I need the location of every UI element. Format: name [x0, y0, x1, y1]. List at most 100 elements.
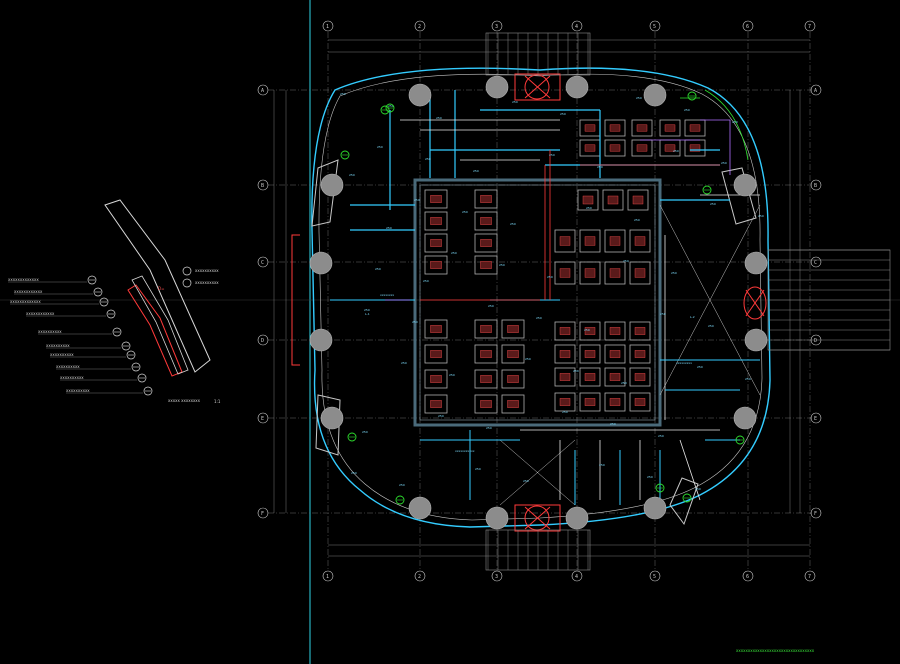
duct-size-label: 250 — [462, 210, 468, 214]
legend-item-label: xxxxxxxxxx — [46, 343, 70, 348]
grid-bubble-top — [742, 20, 754, 32]
grid-bubble-bottom — [649, 570, 661, 582]
grid-bubble-bottom — [491, 570, 503, 582]
elevator-car — [430, 239, 442, 247]
duct-size-label: 250 — [758, 214, 764, 218]
elevator-car — [507, 325, 519, 333]
duct-size-label: 250 — [486, 426, 492, 430]
duct-size-label: 250 — [623, 259, 629, 263]
elevator-car — [634, 373, 646, 381]
curtain-wall-inner — [318, 73, 763, 521]
duct-size-label: 250 — [412, 320, 418, 324]
elevator-car — [584, 124, 596, 132]
elevator-car — [480, 400, 492, 408]
grid-bubble-top — [571, 20, 583, 32]
elevator-car — [584, 327, 596, 335]
legend-duct-shape-white — [104, 199, 211, 373]
curtain-wall-outline — [311, 67, 771, 528]
elevator-car — [480, 261, 492, 269]
structural-column — [733, 173, 757, 197]
structural-column — [320, 173, 344, 197]
duct-size-label: 250 — [401, 361, 407, 365]
duct-size-label: 250 — [349, 173, 355, 177]
grid-bubble-label: 1 — [326, 24, 329, 30]
corner-panel-se — [669, 477, 699, 526]
elevator-car — [584, 268, 596, 278]
structural-column — [643, 496, 667, 520]
elevator-shaft — [424, 255, 448, 275]
elevator-shaft — [554, 229, 576, 253]
grid-bubble-label: F — [814, 511, 817, 517]
grid-bubble-bottom — [322, 570, 334, 582]
hvac-ductwork: 250 250 250 250 250 250 250 250 250 250 250 250 250 2… — [330, 89, 764, 505]
elevator-car — [430, 261, 442, 269]
grid-bubble-label: 2 — [418, 574, 421, 580]
duct-size-label: 250 — [512, 100, 518, 104]
grid-bubble-side — [257, 334, 269, 346]
elevator-car — [609, 124, 621, 132]
elevator-shaft — [579, 261, 601, 285]
legend-item-label: xxxxxxxxxx — [195, 280, 219, 285]
shaft-south — [514, 504, 561, 532]
elevator-car — [609, 373, 621, 381]
duct-size-label: 250 — [351, 471, 357, 475]
elevator-car — [559, 327, 571, 335]
duct-size-label: 250 — [449, 373, 455, 377]
legend-duct-shape-white-inner — [131, 275, 189, 375]
duct-size-label: 250 — [745, 377, 751, 381]
grid-bubble-top — [491, 20, 503, 32]
elevator-shaft — [501, 394, 525, 414]
grid-bubble-side — [257, 507, 269, 519]
elevator-car — [430, 350, 442, 358]
duct-size-label: 250 — [549, 153, 555, 157]
elevator-shaft — [627, 189, 649, 211]
grid-bubble-label: A — [261, 88, 264, 94]
duct-size-label: 250 — [523, 479, 529, 483]
elevator-car — [664, 144, 676, 152]
duct-size-label: 250 — [597, 165, 603, 169]
duct-size-label: 250 — [610, 422, 616, 426]
elevator-car — [559, 268, 571, 278]
grid-bubble-label: 7 — [808, 24, 811, 30]
elevator-car — [632, 195, 644, 205]
elevator-car — [559, 398, 571, 406]
structural-column — [733, 406, 757, 430]
duct-size-label: 250 — [525, 357, 531, 361]
legend-item-label: xxxxxxxxxxxx — [26, 311, 55, 316]
structural-column — [309, 251, 333, 275]
valve-icon — [106, 309, 116, 319]
building-floor-plan: 250 250 250 250 250 250 250 250 250 250 250 250 250 2… — [291, 32, 891, 571]
elevator-shaft — [501, 369, 525, 389]
duct-size-label: 250 — [695, 487, 701, 491]
duct-size-label: 250 — [562, 410, 568, 414]
structural-column — [485, 75, 509, 99]
structural-column — [565, 75, 589, 99]
canopy-hatch-north — [485, 32, 591, 76]
elevator-car — [480, 325, 492, 333]
elevator-car — [584, 144, 596, 152]
elevator-car — [584, 398, 596, 406]
duct-run — [330, 299, 760, 505]
grid-bubble-label: 7 — [808, 574, 811, 580]
duct-size-label: 250 — [473, 169, 479, 173]
valve-icon — [93, 287, 103, 297]
elevator-car — [634, 236, 646, 246]
duct-size-label: 250 — [586, 206, 592, 210]
grid-bubble-label: 4 — [575, 574, 578, 580]
legend-item-label: xxxxxxxxxx — [38, 329, 62, 334]
elevator-car — [634, 268, 646, 278]
valve-icon — [143, 386, 153, 396]
grid-bubble-label: E — [261, 416, 264, 422]
valve-icon — [395, 495, 405, 505]
legend-item-label: xxxxxxxxxx — [195, 268, 219, 273]
elevator-car — [584, 350, 596, 358]
grid-bubble-label: B — [261, 183, 264, 189]
elevator-shaft — [424, 344, 448, 364]
svg-text:D=: D= — [158, 286, 164, 291]
valve-icon — [655, 483, 665, 493]
elevator-car — [480, 195, 492, 203]
duct-size-label: 250 — [399, 483, 405, 487]
duct-size-label: 250 — [451, 251, 457, 255]
svg-text:xxxxxxxxxxx: xxxxxxxxxxx — [455, 449, 475, 453]
